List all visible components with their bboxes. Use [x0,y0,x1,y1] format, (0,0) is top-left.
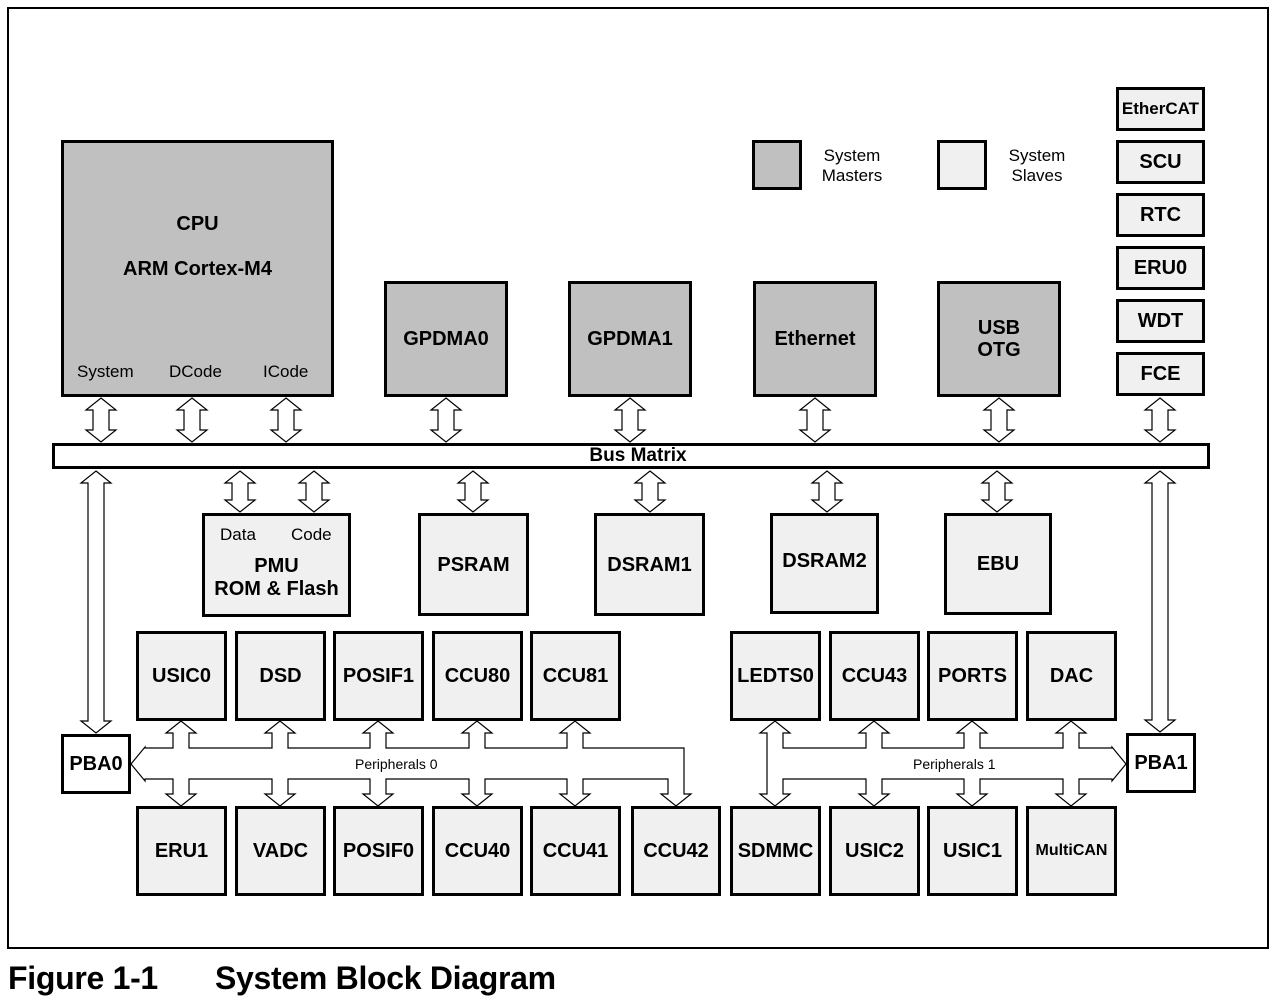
usic2-block: USIC2 [829,806,920,896]
vadc-block: VADC [235,806,326,896]
usb-otg-line1: USB [977,317,1021,339]
figure-title: System Block Diagram [215,960,556,996]
rtc-block: RTC [1116,193,1205,237]
legend-slaves-line1: System [1008,146,1066,165]
wdt-block: WDT [1116,299,1205,343]
fce-arrow [1143,397,1177,443]
eru1-block: ERU1 [136,806,227,896]
sdmmc-block: SDMMC [730,806,821,896]
posif0-block: POSIF0 [333,806,424,896]
pba1-block: PBA1 [1126,733,1196,793]
usb-otg-arrow [982,397,1016,443]
ebu-arrow [980,470,1014,513]
pmu-block: Data Code PMU ROM & Flash [202,513,351,617]
usic1-block: USIC1 [927,806,1018,896]
dsd-block: DSD [235,631,326,721]
ebu-block: EBU [944,513,1052,615]
usic0-block: USIC0 [136,631,227,721]
pba0-block: PBA0 [61,734,131,794]
usb-otg-block: USB OTG [937,281,1061,397]
cpu-icode-arrow [269,397,303,443]
diagram-frame [7,7,1269,949]
ccu81-block: CCU81 [530,631,621,721]
multican-block: MultiCAN [1026,806,1117,896]
bus-matrix-label: Bus Matrix [589,445,687,466]
dsram1-arrow [633,470,667,513]
scu-block: SCU [1116,140,1205,184]
cpu-dcode-arrow [175,397,209,443]
ethercat-block: EtherCAT [1116,87,1205,131]
legend-slave-swatch [937,140,987,190]
peripherals1-label: Peripherals 1 [911,756,998,772]
cpu-port-dcode: DCode [169,362,222,381]
ccu41-block: CCU41 [530,806,621,896]
bus-pba0-arrow [79,470,113,734]
legend-slaves-line2: Slaves [1011,166,1063,186]
pmu-code-arrow [297,470,331,513]
pmu-label-line1: PMU [254,555,299,577]
legend-master-swatch [752,140,802,190]
posif1-block: POSIF1 [333,631,424,721]
ccu42-block: CCU42 [631,806,721,896]
bus-pba1-arrow [1143,470,1177,733]
ports-block: PORTS [927,631,1018,721]
eru0-block: ERU0 [1116,246,1205,290]
ccu40-block: CCU40 [432,806,523,896]
usb-otg-line2: OTG [977,339,1021,361]
psram-arrow [456,470,490,513]
pmu-data-arrow [223,470,257,513]
legend-slaves-label: System Slaves [993,146,1081,186]
figure-caption: Figure 1-1 System Block Diagram [8,960,556,997]
dsram2-arrow [810,470,844,513]
gpdma1-arrow [613,397,647,443]
pmu-port-code: Code [291,525,332,544]
bus-matrix-bar [52,443,1210,469]
ledts0-block: LEDTS0 [730,631,821,721]
dac-block: DAC [1026,631,1117,721]
ccu43-block: CCU43 [829,631,920,721]
cpu-port-system: System [77,362,134,381]
figure-number: Figure 1-1 [8,960,158,996]
gpdma1-block: GPDMA1 [568,281,692,397]
cpu-port-icode: ICode [263,362,309,381]
dsram2-block: DSRAM2 [770,513,879,614]
cpu-title: CPU [176,213,219,235]
pmu-port-data: Data [220,525,256,544]
pmu-label-line2: ROM & Flash [214,578,339,600]
ethernet-arrow [798,397,832,443]
ccu80-block: CCU80 [432,631,523,721]
legend-masters-line2: Masters [821,166,883,186]
gpdma0-arrow [429,397,463,443]
legend-masters-label: System Masters [808,146,896,186]
cpu-block: CPU ARM Cortex-M4 System DCode ICode [61,140,334,397]
fce-block: FCE [1116,352,1205,396]
gpdma0-block: GPDMA0 [384,281,508,397]
cpu-system-arrow [84,397,118,443]
ethernet-block: Ethernet [753,281,877,397]
cpu-subtitle: ARM Cortex-M4 [123,258,272,280]
psram-block: PSRAM [418,513,529,616]
peripherals0-label: Peripherals 0 [353,756,440,772]
legend-masters-line1: System [823,146,881,165]
dsram1-block: DSRAM1 [594,513,705,616]
